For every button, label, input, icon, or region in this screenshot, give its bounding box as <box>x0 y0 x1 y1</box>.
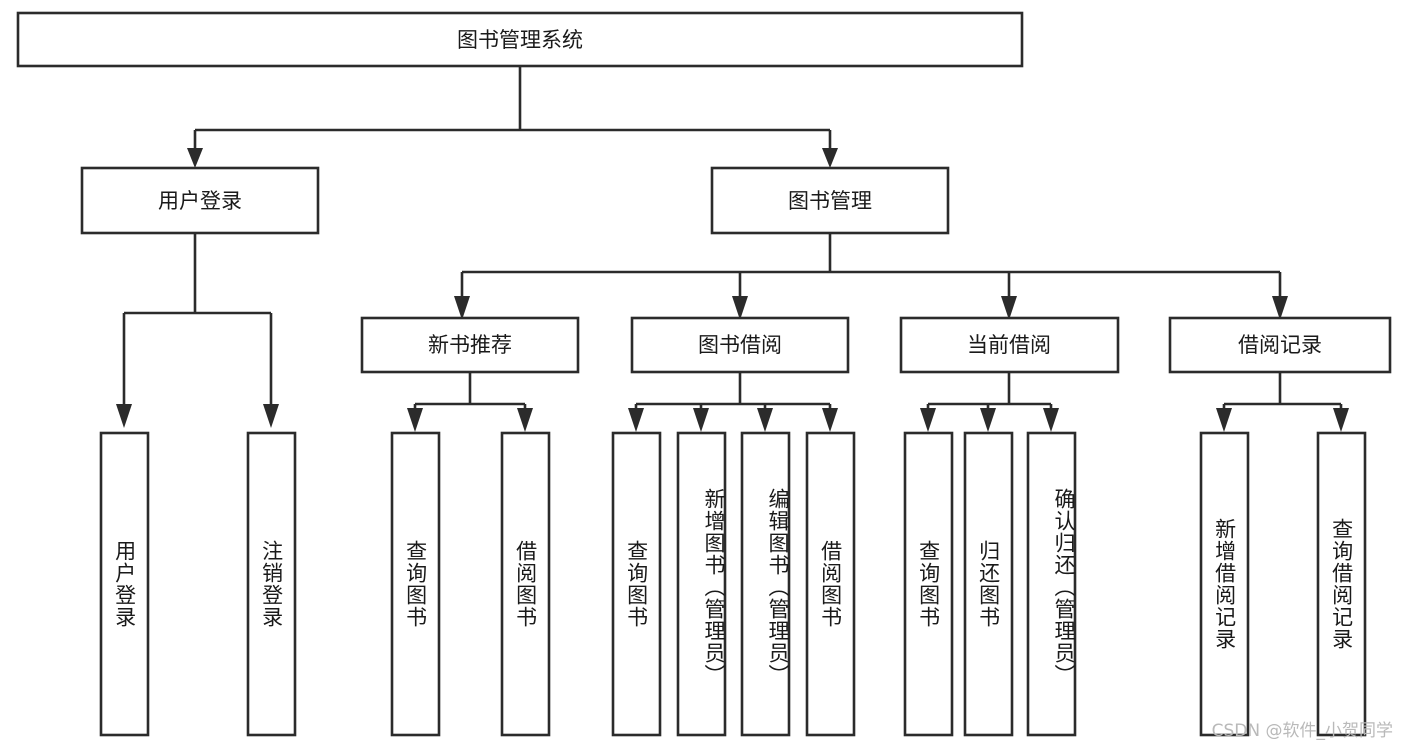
node-new-book-recommend-label: 新书推荐 <box>428 333 512 357</box>
node-leaf-br-query-record-box[interactable] <box>1316 431 1367 737</box>
node-new-book-recommend-box[interactable] <box>360 316 580 374</box>
arrow-head-bb-1 <box>628 408 644 432</box>
connector-group-book-manage <box>454 233 1288 320</box>
arrow-head-bb-4 <box>822 408 838 432</box>
node-leaf-bb-add-book-box[interactable] <box>676 431 727 737</box>
arrow-head-nbr-2 <box>517 408 533 432</box>
arrow-head-current-borrow <box>1001 296 1017 320</box>
node-leaf-br-add-record-box[interactable] <box>1199 431 1250 737</box>
connector-group-new-book-recommend <box>407 372 533 432</box>
node-leaf-user-login-box[interactable] <box>99 431 150 737</box>
arrow-head-cb-1 <box>920 408 936 432</box>
connector-group-user-login <box>116 233 279 428</box>
arrow-head-br-2 <box>1333 408 1349 432</box>
node-user-login-label: 用户登录 <box>158 189 242 213</box>
arrow-head-bb-3 <box>757 408 773 432</box>
node-root[interactable]: 图书管理系统 <box>16 11 1024 68</box>
node-current-borrow-box[interactable] <box>899 316 1120 374</box>
node-user-login-box[interactable] <box>80 166 320 235</box>
arrow-head-cb-3 <box>1043 408 1059 432</box>
node-borrow-record-box[interactable] <box>1168 316 1392 374</box>
arrow-head-cb-2 <box>980 408 996 432</box>
arrow-head-book-manage <box>822 148 838 168</box>
node-root-box[interactable] <box>16 11 1024 68</box>
node-leaf-logout-box[interactable] <box>246 431 297 737</box>
node-leaf-cb-confirm-return-box[interactable] <box>1026 431 1077 737</box>
node-borrow-record-label: 借阅记录 <box>1238 333 1322 357</box>
arrow-head-borrow-record <box>1272 296 1288 320</box>
arrow-head-bb-2 <box>693 408 709 432</box>
node-leaf-nbr-borrow-book-box[interactable] <box>500 431 551 737</box>
arrow-head-leaf-user-login <box>116 404 132 428</box>
arrow-head-new-book <box>454 296 470 320</box>
node-book-borrow-label: 图书借阅 <box>698 333 782 357</box>
connector-group-borrow-record <box>1216 372 1349 432</box>
connector-group-current-borrow <box>920 372 1059 432</box>
arrow-head-book-borrow <box>732 296 748 320</box>
node-leaf-cb-query-book-box[interactable] <box>903 431 954 737</box>
node-book-borrow[interactable]: 图书借阅 <box>630 316 850 374</box>
node-root-label: 图书管理系统 <box>457 28 583 52</box>
node-book-manage[interactable]: 图书管理 <box>710 166 950 235</box>
node-new-book-recommend[interactable]: 新书推荐 <box>360 316 580 374</box>
node-borrow-record[interactable]: 借阅记录 <box>1168 316 1392 374</box>
node-leaf-cb-return-book-box[interactable] <box>963 431 1014 737</box>
node-user-login[interactable]: 用户登录 <box>80 166 320 235</box>
node-leaf-nbr-query-book-box[interactable] <box>390 431 441 737</box>
connector-group-book-borrow <box>628 372 838 432</box>
csdn-watermark: CSDN @软件_小贺同学 <box>1211 721 1393 741</box>
arrow-head-leaf-logout <box>263 404 279 428</box>
node-book-borrow-box[interactable] <box>630 316 850 374</box>
node-leaf-bb-query-book-box[interactable] <box>611 431 662 737</box>
node-current-borrow-label: 当前借阅 <box>967 333 1051 357</box>
node-leaf-bb-edit-book-box[interactable] <box>740 431 791 737</box>
arrow-head-br-1 <box>1216 408 1232 432</box>
node-current-borrow[interactable]: 当前借阅 <box>899 316 1120 374</box>
connector-group-root <box>187 66 838 168</box>
arrow-head-user-login <box>187 148 203 168</box>
arrow-head-nbr-1 <box>407 408 423 432</box>
node-book-manage-label: 图书管理 <box>788 189 872 213</box>
node-book-manage-box[interactable] <box>710 166 950 235</box>
node-leaf-bb-borrow-book-box[interactable] <box>805 431 856 737</box>
